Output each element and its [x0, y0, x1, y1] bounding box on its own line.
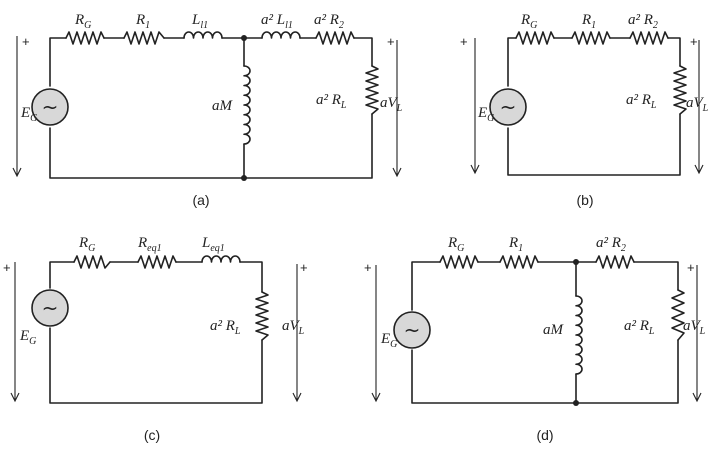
- plus-a-eg: +: [22, 34, 30, 49]
- plus-c-avl: +: [300, 260, 308, 275]
- plus-d-eg: +: [364, 260, 372, 275]
- resistor-d-r1: [499, 255, 539, 269]
- resistor-a-rl: [365, 65, 379, 115]
- label-b-a2rl: a² RL: [626, 92, 657, 111]
- resistor-d-rl: [671, 289, 685, 341]
- label-c-eg: EG: [19, 328, 36, 347]
- arrow-b-avl: [694, 40, 704, 175]
- caption-b: (b): [576, 192, 593, 208]
- inductor-a-am: [243, 65, 251, 145]
- label-c-a2rl: a² RL: [210, 318, 241, 337]
- label-a-rg: RG: [74, 12, 91, 31]
- label-d-am: aM: [543, 322, 565, 338]
- node-a-bottom: [241, 175, 247, 181]
- resistor-d-rg: [439, 255, 479, 269]
- label-b-rg: RG: [520, 12, 537, 31]
- inductor-d-am: [575, 295, 583, 375]
- label-a-r1: R1: [135, 12, 150, 31]
- inductor-a-ll1: [183, 31, 223, 39]
- node-d-top: [573, 259, 579, 265]
- resistor-a-r2: [315, 31, 355, 45]
- label-b-r1: R1: [581, 12, 596, 31]
- label-a-a2r2: a² R2: [314, 12, 344, 31]
- label-b-eg: EG: [477, 105, 494, 124]
- resistor-c-req1: [137, 255, 177, 269]
- resistor-c-rl: [255, 291, 269, 341]
- caption-c: (c): [144, 427, 160, 443]
- label-d-rg: RG: [447, 235, 464, 254]
- label-b-avl: aVL: [686, 95, 709, 114]
- label-a-avl: aVL: [380, 95, 403, 114]
- resistor-b-rl: [673, 65, 687, 115]
- wire-a-top: [49, 37, 373, 179]
- label-a-a2ll1: a² Ll1: [261, 12, 293, 31]
- inductor-a-a2ll1: [261, 31, 301, 39]
- label-c-leq1: Leq1: [201, 235, 225, 254]
- inductor-c-leq1: [201, 255, 241, 263]
- caption-d: (d): [536, 427, 553, 443]
- arrow-c-eg: [10, 262, 20, 403]
- arrow-d-avl: [692, 265, 702, 403]
- arrow-c-avl: [292, 264, 302, 403]
- circuit-d: ~ + + RG R1 a² R2 aM a² RL EG aVL (d): [364, 235, 706, 443]
- resistor-a-r1: [123, 31, 165, 45]
- ac-source-c-tilde-icon: ~: [42, 296, 59, 320]
- arrow-b-eg: [470, 38, 480, 175]
- plus-b-eg: +: [460, 34, 468, 49]
- label-c-req1: Req1: [137, 235, 162, 254]
- arrow-d-eg: [371, 265, 381, 403]
- label-c-avl: aVL: [282, 318, 305, 337]
- ac-source-b: [489, 88, 527, 126]
- resistor-d-r2: [595, 255, 635, 269]
- label-d-eg: EG: [380, 331, 397, 350]
- ac-source-c: [31, 289, 69, 327]
- arrow-a-avl: [392, 40, 402, 178]
- plus-c-eg: +: [3, 260, 11, 275]
- label-d-r1: R1: [508, 235, 523, 254]
- label-d-avl: aVL: [683, 318, 706, 337]
- resistor-b-rg: [515, 31, 555, 45]
- wire-d: [411, 261, 679, 404]
- label-b-a2r2: a² R2: [628, 12, 658, 31]
- ac-source-d-tilde-icon: ~: [404, 318, 421, 342]
- label-d-a2rl: a² RL: [624, 318, 655, 337]
- ac-source-b-tilde-icon: ~: [500, 95, 517, 119]
- wire-b: [507, 37, 681, 176]
- ac-source-a: [31, 88, 69, 126]
- resistor-c-rg: [73, 255, 111, 269]
- circuit-c: ~ + + RG Req1 Leq1 a² RL EG aVL (c): [3, 235, 308, 443]
- ac-source-a-tilde-icon: ~: [42, 95, 59, 119]
- label-a-eg: EG: [20, 105, 37, 124]
- node-d-bottom: [573, 400, 579, 406]
- label-a-a2rl: a² RL: [316, 92, 347, 111]
- arrow-a-eg: [12, 36, 22, 178]
- label-c-rg: RG: [78, 235, 95, 254]
- label-a-am: aM: [212, 98, 234, 114]
- wire-c: [49, 261, 263, 404]
- resistor-b-r2: [629, 31, 669, 45]
- circuit-a: ~ + + RG R1 Ll1 a² Ll1 a² R2 aM a² RL EG…: [12, 12, 403, 208]
- circuit-b: ~ + + RG R1 a² R2 a² RL EG aVL (b): [460, 12, 709, 208]
- plus-d-avl: +: [687, 260, 695, 275]
- node-a-top: [241, 35, 247, 41]
- resistor-b-r1: [571, 31, 611, 45]
- label-a-ll1: Ll1: [191, 12, 208, 31]
- label-d-a2r2: a² R2: [596, 235, 626, 254]
- resistor-a-rg: [65, 31, 105, 45]
- caption-a: (a): [192, 192, 209, 208]
- plus-a-avl: +: [387, 34, 395, 49]
- ac-source-d: [393, 311, 431, 349]
- plus-b-avl: +: [690, 34, 698, 49]
